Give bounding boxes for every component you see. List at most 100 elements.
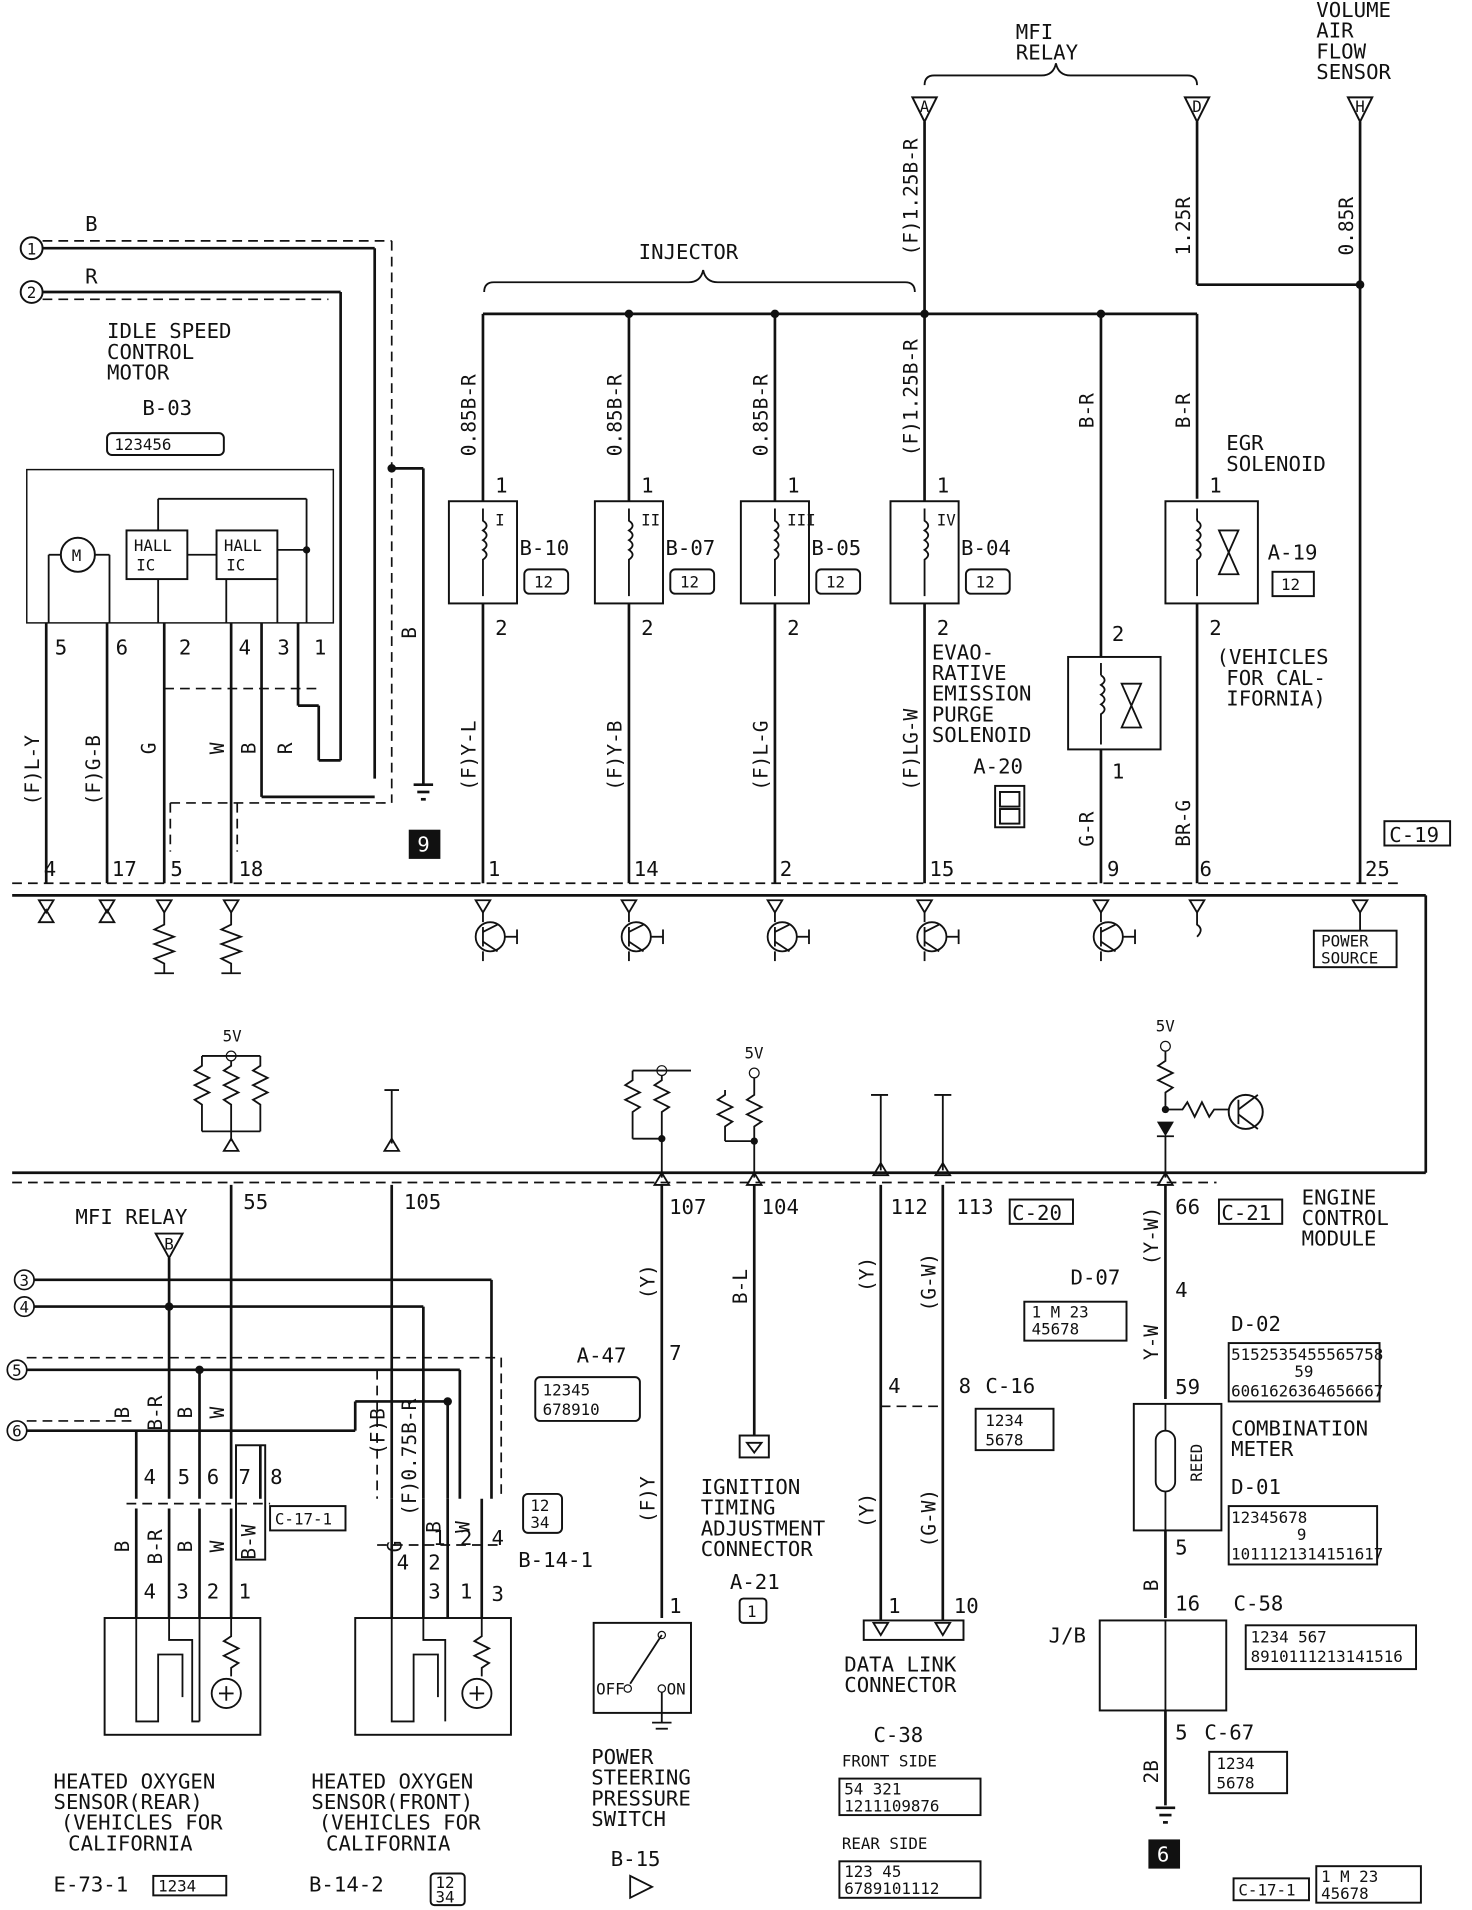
injector-pin-bottom: 2 <box>937 616 949 640</box>
svg-text:12: 12 <box>1281 575 1300 594</box>
vaf-title-2: AIR <box>1316 19 1354 43</box>
ecm-title-2: CONTROL <box>1302 1206 1389 1230</box>
ecm-pin-25: 25 <box>1365 857 1390 881</box>
iscm-title-2: CONTROL <box>107 340 194 364</box>
meter-wire-2b: 2B <box>1140 1760 1163 1783</box>
o2r-wire-br: B-R <box>144 1395 167 1430</box>
svg-text:54 321: 54 321 <box>844 1779 901 1798</box>
svg-text:OFF: OFF <box>596 1680 625 1699</box>
svg-text:1234: 1234 <box>158 1877 196 1896</box>
svg-text:C-21: C-21 <box>1221 1201 1271 1225</box>
ecm-pin-105: 105 <box>404 1190 441 1214</box>
svg-text:REED: REED <box>1187 1444 1206 1482</box>
ecm-transistor-3 <box>766 899 810 962</box>
injector-conn: B-05 <box>811 536 861 560</box>
input-4: 4 <box>13 1295 35 1318</box>
iscm-wire-code-6: R <box>274 742 297 754</box>
svg-text:1234: 1234 <box>1217 1754 1255 1773</box>
ps-conn: B-15 <box>611 1847 661 1871</box>
ecm-transistor-2 <box>620 899 664 962</box>
dlc-pin-10: 10 <box>954 1594 979 1618</box>
o2r-up-pin-7: 7 <box>238 1465 250 1489</box>
meter-c58: C-58 <box>1234 1592 1284 1616</box>
o2f-pin-4b: 4 <box>491 1526 503 1550</box>
meter-d01: D-01 <box>1231 1475 1281 1499</box>
egr-plug: 12 <box>1271 570 1315 598</box>
meter-wire-yw2: Y-W <box>1140 1325 1163 1360</box>
evap-title-5: SOLENOID <box>932 723 1032 747</box>
hall-ic-1: HALL IC <box>125 529 189 581</box>
dlc-wire-y-low: (Y) <box>855 1493 878 1528</box>
injector-roman: II <box>641 511 660 530</box>
injector-wire-top: 0.85B-R <box>458 374 481 456</box>
svg-text:1234 567: 1234 567 <box>1251 1627 1327 1646</box>
mfi-relay-terminal-a: A <box>910 96 939 124</box>
combination-meter: REED <box>1132 1402 1223 1532</box>
svg-text:HALL: HALL <box>224 536 262 555</box>
iscm-pin-4: 4 <box>238 636 250 660</box>
meter-d07: D-07 <box>1071 1266 1121 1290</box>
ign-title-2: TIMING <box>701 1496 776 1520</box>
svg-text:1211109876: 1211109876 <box>844 1796 939 1815</box>
injectors-group: 0.85B-R1IB-10122(F)Y-L10.85B-R1IIB-07122… <box>447 313 1011 884</box>
svg-text:1: 1 <box>747 1602 757 1621</box>
ps-plug <box>629 1874 655 1900</box>
injector-conn: B-07 <box>665 536 715 560</box>
injector-conn: B-04 <box>961 536 1011 560</box>
svg-text:3: 3 <box>19 1271 29 1290</box>
bottom-right-plug: 1 M 23 45678 <box>1315 1865 1422 1904</box>
evap-pin-bot: 1 <box>1112 760 1124 784</box>
power-source-2: SOURCE <box>1321 949 1378 968</box>
o2f-plug: 12 34 <box>429 1872 466 1907</box>
vaf-title-3: FLOW <box>1316 39 1366 63</box>
svg-text:IC: IC <box>226 556 245 575</box>
svg-text:1 M 23: 1 M 23 <box>1321 1867 1378 1886</box>
connector-c17-1: C-17-1 <box>269 1505 347 1532</box>
meter-wire-yw: (Y-W) <box>1140 1207 1163 1266</box>
svg-text:1: 1 <box>27 239 37 258</box>
o2-sensor-front <box>354 1617 512 1736</box>
vaf-title-4: SENSOR <box>1316 60 1391 84</box>
injector-wire-top: 0.85B-R <box>604 374 627 456</box>
o2f-wire-b2: B <box>422 1521 445 1533</box>
dlc-pin-8: 8 <box>959 1374 971 1398</box>
o2r-title-2: SENSOR(REAR) <box>54 1790 203 1814</box>
iscm-pin-3: 3 <box>277 636 289 660</box>
egr-title-1: EGR <box>1226 431 1264 455</box>
svg-text:123 45: 123 45 <box>844 1862 901 1881</box>
o2r-wire-b: B <box>111 1407 134 1419</box>
dlc-wire-gw-low: (G-W) <box>918 1489 941 1548</box>
egr-wire-top: B-R <box>1172 393 1195 428</box>
iscm-wire-code-2: (F)G-B <box>82 735 105 805</box>
meter-c67: C-67 <box>1204 1721 1254 1745</box>
ecm-transistor-4 <box>915 899 960 962</box>
o2r-wire-b-low2: B <box>174 1541 197 1553</box>
evap-solenoid <box>1067 655 1162 751</box>
svg-text:HALL: HALL <box>134 536 172 555</box>
svg-text:6: 6 <box>12 1422 22 1441</box>
o2f-pin-1b: 1 <box>460 1580 472 1604</box>
evap-wire-top: B-R <box>1076 393 1099 428</box>
mfi-relay-terminal-d: D <box>1183 96 1211 124</box>
ecm-pin-66: 66 <box>1175 1195 1200 1219</box>
wire-mfi-d: 1.25R <box>1172 197 1195 256</box>
ground-ref-6: 6 <box>1148 1839 1181 1869</box>
egr-note-2: FOR CAL- <box>1226 666 1326 690</box>
connector-c17-1b: C-17-1 <box>1232 1877 1310 1902</box>
evap-title-2: RATIVE <box>932 661 1007 685</box>
svg-text:4: 4 <box>19 1298 29 1317</box>
dlc-front-plug: 54 321 1211109876 <box>838 1777 982 1817</box>
ps-title-1: POWER <box>591 1745 654 1769</box>
ps-pin-7: 7 <box>669 1341 681 1365</box>
ps-title-4: SWITCH <box>591 1807 666 1831</box>
injector-pin-top: 1 <box>937 474 949 498</box>
evap-title-1: EVAO- <box>932 640 994 664</box>
svg-text:12: 12 <box>530 1496 549 1515</box>
svg-text:A: A <box>920 97 930 116</box>
meter-title-2: METER <box>1231 1437 1294 1461</box>
o2r-title-4: CALIFORNIA <box>68 1831 193 1855</box>
power-source-1: POWER <box>1321 931 1369 950</box>
svg-text:6789101112: 6789101112 <box>844 1879 939 1898</box>
